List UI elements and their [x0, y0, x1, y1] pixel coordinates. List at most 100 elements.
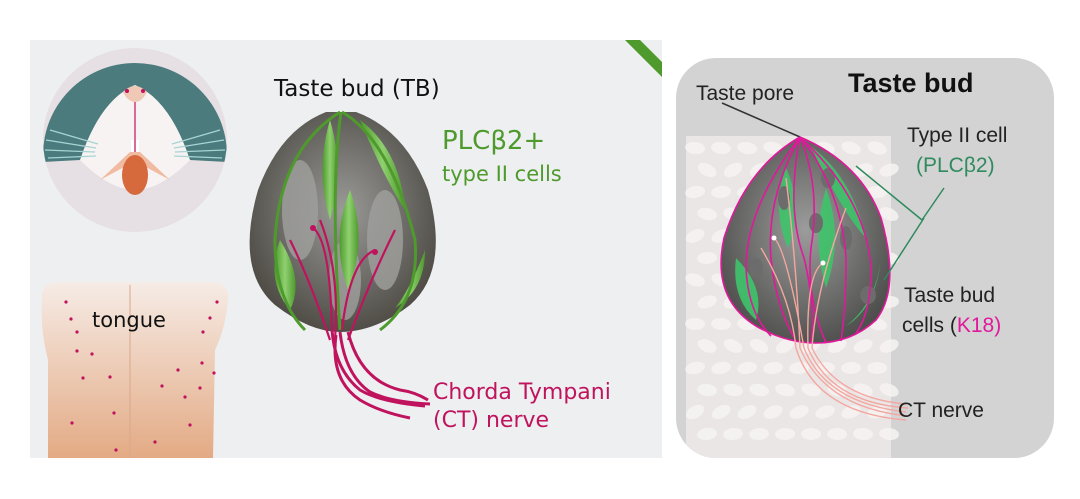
pore-pointer-line [721, 102, 801, 138]
epithelial-cell [723, 339, 743, 353]
epithelial-cell [711, 317, 732, 331]
epithelial-cell [697, 162, 717, 178]
papilla-dot [200, 361, 204, 365]
right-illustration [685, 102, 945, 458]
epithelial-cell [697, 295, 717, 309]
epithelial-cell [685, 404, 705, 420]
papilla-dot [75, 349, 79, 353]
papilla-dot [90, 352, 94, 356]
epithelial-cell [723, 427, 744, 441]
k18-cell-outline [745, 136, 801, 337]
epithelial-cell [775, 338, 795, 354]
papilla-dot [75, 330, 79, 334]
epithelial-cell [867, 141, 887, 155]
epithelial-cell [711, 141, 732, 155]
nerve-label-line2: (CT) nerve [433, 408, 550, 433]
epithelial-cell [853, 163, 873, 177]
papilla-dot [69, 317, 73, 321]
epithelial-cell [879, 163, 899, 177]
epithelial-cell [685, 229, 705, 243]
k18-cell-outline [769, 136, 801, 342]
taste-bud-cells-label: Taste bud [904, 284, 996, 307]
epithelial-cell [723, 162, 743, 178]
papilla-dot [188, 423, 192, 427]
type2-cell-label: Type II cell [907, 124, 1008, 147]
epithelial-cell [697, 383, 718, 397]
epithelial-cell [789, 405, 809, 419]
papilla-dot [208, 316, 212, 320]
papilla-dot [70, 421, 74, 425]
plcb2-marker-label: (PLCβ2) [916, 154, 995, 177]
nerve-label-line1: Chorda Tympani [433, 380, 611, 405]
papilla-dot [198, 386, 202, 390]
ct-nerve-label: CT nerve [898, 399, 984, 422]
tongue-icon [41, 282, 229, 458]
k18-cell-outline [799, 136, 872, 334]
k18-cell-outline [799, 136, 847, 342]
epithelial-cell [723, 383, 743, 397]
type2-cells-label: type II cells [442, 162, 562, 186]
epithelial-cell [763, 405, 783, 419]
epithelial-cell [697, 251, 718, 265]
k18-label: cells (K18) [902, 314, 1001, 338]
papilla-dot [64, 300, 68, 304]
k18-suffix: ) [994, 314, 1002, 337]
epithelial-cell [801, 383, 821, 397]
green-accent-stroke [625, 40, 662, 77]
papilla-dot [160, 384, 164, 388]
epithelial-cell [841, 141, 861, 155]
left-illustration [41, 40, 662, 458]
epithelial-cell [853, 339, 873, 353]
epithelial-cell [763, 361, 784, 375]
papilla-dot [81, 376, 85, 380]
epithelial-cell [841, 361, 862, 375]
plcb2-label: PLCβ2+ [442, 126, 546, 156]
epithelial-cell [749, 383, 769, 397]
k18-marker: K18 [956, 314, 995, 337]
papilla-dot [183, 395, 187, 399]
k18-cell-outline [793, 136, 814, 344]
epithelial-cell [685, 141, 706, 155]
epithelial-cell [685, 273, 705, 287]
papilla-dot [212, 371, 216, 375]
epithelial-cell [867, 362, 888, 374]
epithelial-cell [697, 427, 718, 441]
epithelial-cell [879, 383, 899, 397]
taste-bud-icon [249, 110, 436, 420]
epithelial-cell [879, 339, 899, 353]
papilla-dot [153, 440, 157, 444]
epithelial-cell [827, 427, 848, 441]
epithelial-cell [853, 427, 874, 441]
papilla-dot [215, 300, 219, 304]
k18-prefix: cells ( [902, 314, 957, 337]
epithelial-cell [711, 404, 731, 420]
epithelial-cell [711, 361, 731, 375]
epithelial-cell [775, 383, 795, 397]
epithelial-cell [867, 185, 888, 199]
epithelial-cell [879, 207, 899, 221]
taste-pore-label: Taste pore [696, 82, 795, 105]
epithelial-cell [749, 427, 770, 441]
right-panel: Taste bud Taste pore Type II cell (PLCβ2… [676, 58, 1054, 458]
epithelial-cell [685, 361, 705, 375]
epithelial-cell [737, 361, 757, 375]
taste-bud-cell-diagram [720, 136, 909, 421]
epithelial-cell [711, 185, 732, 199]
epithelial-cell [801, 428, 822, 440]
papilla-dot [112, 411, 116, 415]
epithelial-cell [815, 405, 835, 419]
epithelial-cell [737, 141, 757, 155]
epithelial-cell [775, 427, 796, 441]
right-title: Taste bud [848, 68, 974, 98]
papilla-dot [176, 368, 180, 372]
type2-pointer-lines [855, 165, 945, 281]
papilla-dot [201, 330, 205, 334]
papilla-dot [114, 448, 118, 452]
epithelial-cell [749, 338, 769, 354]
left-title: Taste bud (TB) [274, 76, 440, 102]
tongue-label: tongue [92, 308, 166, 332]
epithelial-cell [763, 141, 783, 155]
mouse-face-icon [43, 48, 227, 232]
epithelial-cell [737, 405, 757, 419]
epithelial-cell [789, 361, 810, 375]
